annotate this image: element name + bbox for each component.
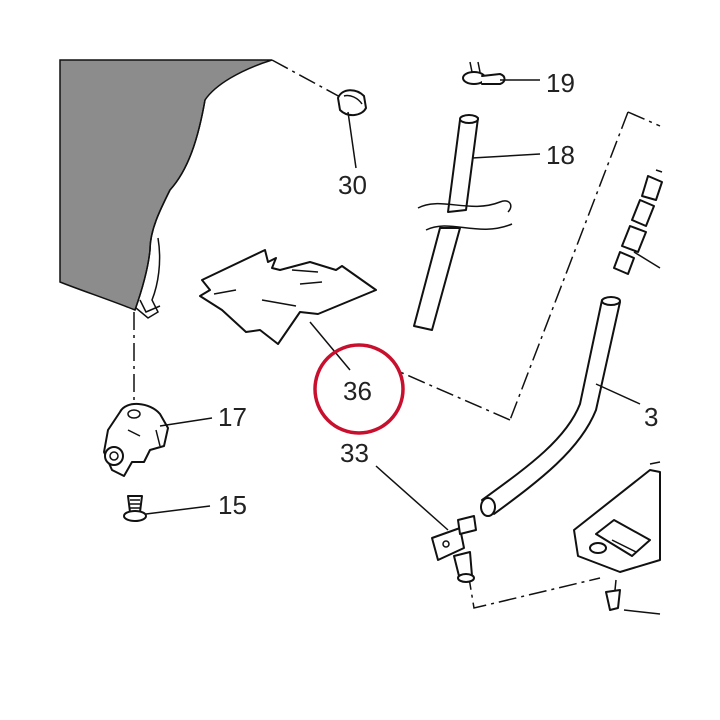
callout-33[interactable]: 33 (340, 438, 369, 468)
hose-fitting-chain[interactable] (613, 169, 663, 275)
callout-17[interactable]: 17 (218, 402, 247, 432)
lower-right-assembly (573, 461, 661, 611)
highlight-circle (313, 343, 405, 435)
callout-30[interactable]: 30 (338, 170, 367, 200)
callout-15[interactable]: 15 (218, 490, 247, 520)
callout-3x[interactable]: 3 (644, 402, 658, 432)
leader-lines (145, 79, 661, 615)
callout-19[interactable]: 19 (546, 68, 575, 98)
screw-part-15[interactable] (123, 495, 147, 522)
callout-18[interactable]: 18 (546, 140, 575, 170)
bracket-part-17[interactable] (103, 403, 169, 477)
grommet-part-30[interactable] (337, 89, 367, 116)
center-lines (133, 59, 661, 609)
foam-pad-part-36[interactable] (199, 249, 377, 345)
curved-hose-part-3x[interactable] (480, 296, 621, 517)
hose-clamp-part-19[interactable] (462, 61, 506, 85)
callout-36[interactable]: 36 (343, 376, 372, 406)
tube-part-18[interactable] (413, 114, 513, 331)
body-panel (59, 59, 273, 319)
connector-part-33[interactable] (431, 515, 477, 583)
